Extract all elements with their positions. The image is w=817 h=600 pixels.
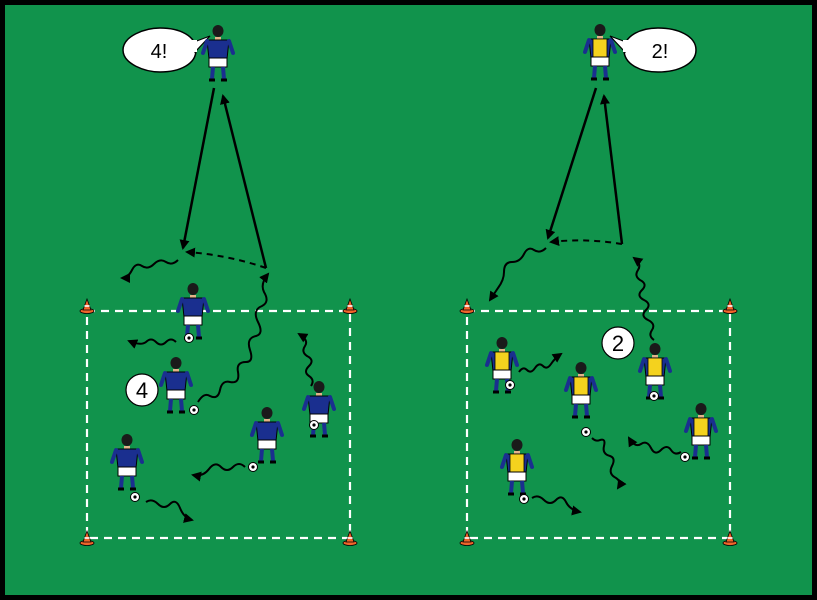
dribble-arrow <box>145 499 194 523</box>
soccer-ball-icon <box>680 452 690 462</box>
dribble-arrow <box>591 437 627 490</box>
soccer-ball-icon <box>248 462 258 472</box>
soccer-ball-icon <box>184 333 194 343</box>
right-coach-call: 2! <box>652 41 669 63</box>
dribble-arrow <box>531 495 582 516</box>
left-drill: 4! 4 <box>79 23 358 547</box>
dribble-arrow <box>488 247 547 302</box>
left-group-number-badge: 4 <box>125 373 159 407</box>
soccer-ball-icon <box>309 420 319 430</box>
run-arrow <box>549 236 623 247</box>
pass-arrow <box>220 94 268 269</box>
soccer-ball-icon <box>519 494 529 504</box>
dribble-arrow <box>120 259 179 283</box>
dribble-arrow <box>127 338 177 349</box>
dribble-arrow <box>297 332 314 387</box>
left-grid <box>85 309 352 540</box>
left-coach-call: 4! <box>151 41 168 63</box>
right-group-number: 2 <box>612 331 624 356</box>
pitch-surface <box>5 5 812 595</box>
dribble-arrow <box>632 256 655 341</box>
dribble-arrow <box>518 352 563 373</box>
pass-arrow <box>545 87 598 240</box>
soccer-ball-icon <box>130 492 140 502</box>
right-group-number-badge: 2 <box>601 326 635 360</box>
soccer-ball-icon <box>505 380 515 390</box>
dribble-arrow <box>627 436 682 455</box>
dribble-arrow <box>197 272 270 403</box>
right-speech-bubble: 2! <box>609 27 697 73</box>
right-grid <box>465 309 732 540</box>
left-speech-bubble: 4! <box>122 27 211 73</box>
right-drill: 2! 2 <box>459 22 738 547</box>
pass-arrow <box>600 94 624 245</box>
soccer-ball-icon <box>189 405 199 415</box>
left-group-number: 4 <box>136 378 148 403</box>
soccer-ball-icon <box>649 391 659 401</box>
soccer-ball-icon <box>581 427 591 437</box>
dribble-arrow <box>191 463 246 482</box>
pass-arrow <box>179 87 216 250</box>
